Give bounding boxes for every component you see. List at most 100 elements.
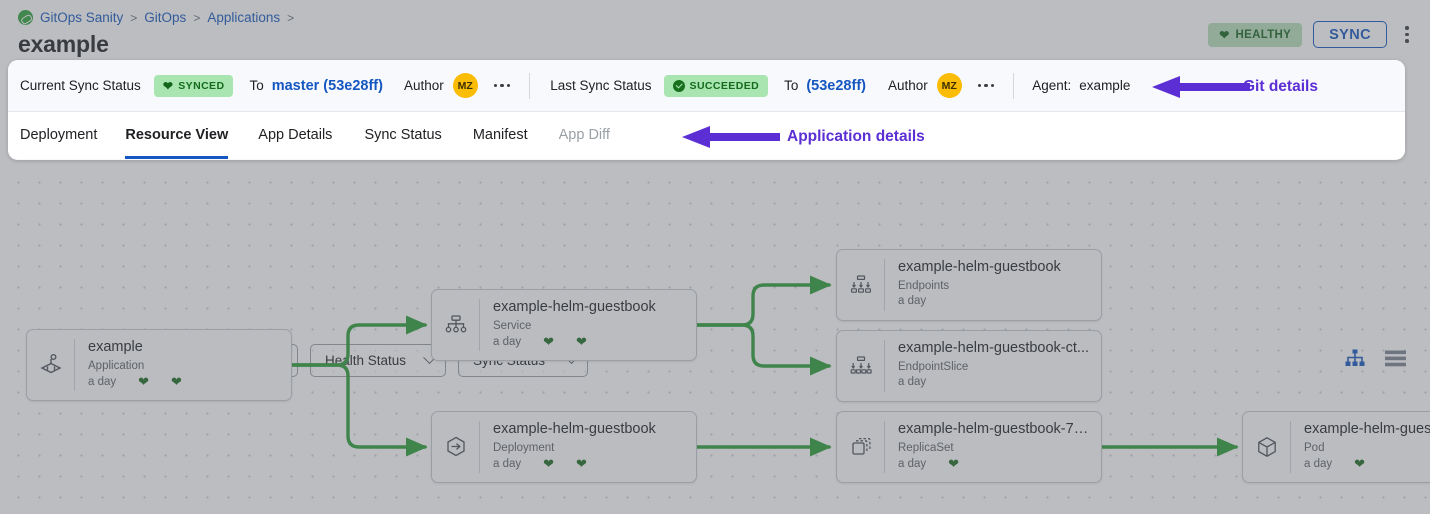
node-title: example-helm-guestbook (493, 299, 656, 315)
divider (529, 72, 531, 99)
tree-view-icon[interactable] (1345, 349, 1365, 372)
node-kind: EndpointSlice (898, 361, 969, 373)
tab-resource-view[interactable]: Resource View (125, 112, 228, 159)
last-sync-status-chip-label: SUCCEEDED (689, 79, 760, 92)
tab-deployment[interactable]: Deployment (20, 126, 98, 143)
endpointslice-icon (837, 331, 884, 401)
service-icon (432, 290, 479, 360)
node-kind: Service (493, 320, 532, 332)
tab-sync-status[interactable]: Sync Status (364, 126, 442, 143)
heart-icon: ❤ (1219, 27, 1230, 42)
breadcrumb-item-2[interactable]: Applications (207, 10, 281, 25)
node-age: a day (1304, 457, 1333, 470)
node-meta: a day ❤ (1304, 457, 1430, 470)
tab-app-diff[interactable]: App Diff (558, 126, 610, 143)
node-title: example-helm-guestbook (493, 421, 656, 437)
sync-status-bar: Current Sync Status ❤ SYNCED To master (… (8, 60, 1405, 112)
node-meta: a day (898, 295, 1091, 307)
node-body: example-helm-guestbook Deployment a day … (480, 412, 696, 482)
health-status-label: HEALTHY (1235, 28, 1292, 41)
current-sync-status-chip: ❤ SYNCED (153, 74, 234, 97)
graph-node-deployment[interactable]: example-helm-guestbook Deployment a day … (431, 411, 697, 483)
replicaset-icon (837, 412, 884, 482)
heart-icon: ❤ (138, 374, 150, 389)
annotation-label-application-details: Application details (787, 128, 925, 145)
node-kind: Pod (1304, 442, 1325, 454)
health-status-badge: ❤ HEALTHY (1208, 22, 1303, 47)
tab-manifest[interactable]: Manifest (472, 126, 528, 143)
current-revision-link[interactable]: master (53e28ff) (271, 77, 383, 94)
node-health-icons: ❤ ❤ (138, 375, 182, 388)
node-age: a day (493, 335, 522, 348)
heart-icon: ❤ (162, 78, 174, 93)
node-health-icons: ❤ ❤ (543, 335, 587, 348)
node-health-icons: ❤ ❤ (543, 457, 587, 470)
highlighted-detail-panel: Current Sync Status ❤ SYNCED To master (… (8, 60, 1405, 160)
node-age: a day (898, 457, 927, 470)
heart-icon: ❤ (171, 374, 182, 389)
avatar[interactable]: MZ (452, 73, 478, 98)
list-view-icon[interactable] (1385, 350, 1406, 372)
header-actions: ❤ HEALTHY SYNC (1208, 21, 1416, 48)
node-kind: Deployment (493, 442, 555, 454)
node-divider (884, 421, 885, 473)
node-meta: a day (898, 376, 1091, 388)
node-divider (479, 299, 480, 351)
node-title: example-helm-guestbook-74... (898, 421, 1091, 437)
tab-app-details[interactable]: App Details (258, 126, 333, 143)
last-sync-status-label: Last Sync Status (550, 78, 652, 93)
node-title: example-helm-guestbook (898, 259, 1061, 275)
last-sync-status-chip: SUCCEEDED (663, 74, 769, 97)
node-divider (479, 421, 480, 473)
node-age: a day (898, 376, 927, 388)
node-divider (884, 259, 885, 311)
current-sync-status-label: Current Sync Status (20, 78, 141, 93)
graph-node-endpointslice[interactable]: example-helm-guestbook-ct... EndpointSli… (836, 330, 1102, 402)
divider (1013, 72, 1015, 99)
last-ellipsis-icon[interactable] (977, 83, 995, 88)
heart-icon: ❤ (576, 334, 587, 349)
page-header: GitOps Sanity > GitOps > Applications > … (0, 0, 1430, 62)
node-divider (1290, 421, 1291, 473)
application-icon (27, 330, 74, 400)
last-author-label: Author (887, 78, 928, 93)
graph-edges (290, 275, 1239, 457)
last-revision-link[interactable]: (53e28ff) (806, 77, 866, 94)
sync-button[interactable]: SYNC (1313, 21, 1387, 48)
avatar[interactable]: MZ (936, 73, 962, 98)
deployment-icon (432, 412, 479, 482)
node-body: example-helm-guest Pod a day ❤ (1291, 412, 1430, 482)
current-sync-status-chip-label: SYNCED (178, 79, 225, 92)
heart-icon: ❤ (576, 456, 587, 471)
node-meta: a day ❤ ❤ (493, 457, 686, 470)
annotation-arrow-git-details (1152, 76, 1250, 103)
node-divider (74, 339, 75, 391)
node-title: example (88, 339, 143, 355)
breadcrumb: GitOps Sanity > GitOps > Applications > (18, 10, 294, 25)
chevron-right-icon: > (130, 10, 138, 25)
node-body: example Application a day ❤ ❤ (75, 330, 291, 400)
chevron-right-icon: > (193, 10, 201, 25)
node-body: example-helm-guestbook-74... ReplicaSet … (885, 412, 1101, 482)
breadcrumb-item-0[interactable]: GitOps Sanity (40, 10, 124, 25)
node-meta: a day ❤ ❤ (493, 335, 686, 348)
kebab-menu-icon[interactable] (1398, 23, 1416, 47)
node-age: a day (898, 295, 927, 307)
node-meta: a day ❤ (898, 457, 1091, 470)
chevron-right-icon: > (287, 10, 295, 25)
node-kind: Endpoints (898, 280, 950, 292)
current-ellipsis-icon[interactable] (493, 83, 511, 88)
endpoints-icon (837, 250, 884, 320)
node-body: example-helm-guestbook Service a day ❤ ❤ (480, 290, 696, 360)
current-author-label: Author (403, 78, 444, 93)
annotation-arrow-application-details (682, 126, 780, 153)
breadcrumb-item-1[interactable]: GitOps (144, 10, 187, 25)
graph-node-application[interactable]: example Application a day ❤ ❤ (26, 329, 292, 401)
graph-node-endpoints[interactable]: example-helm-guestbook Endpoints a day (836, 249, 1102, 321)
graph-node-service[interactable]: example-helm-guestbook Service a day ❤ ❤ (431, 289, 697, 361)
graph-node-pod[interactable]: example-helm-guest Pod a day ❤ (1242, 411, 1430, 483)
argo-logo-icon (18, 10, 33, 25)
graph-node-replicaset[interactable]: example-helm-guestbook-74... ReplicaSet … (836, 411, 1102, 483)
resource-graph-canvas[interactable]: Name Kind Health Status Sync Status (0, 166, 1430, 514)
node-title: example-helm-guest (1304, 421, 1430, 437)
